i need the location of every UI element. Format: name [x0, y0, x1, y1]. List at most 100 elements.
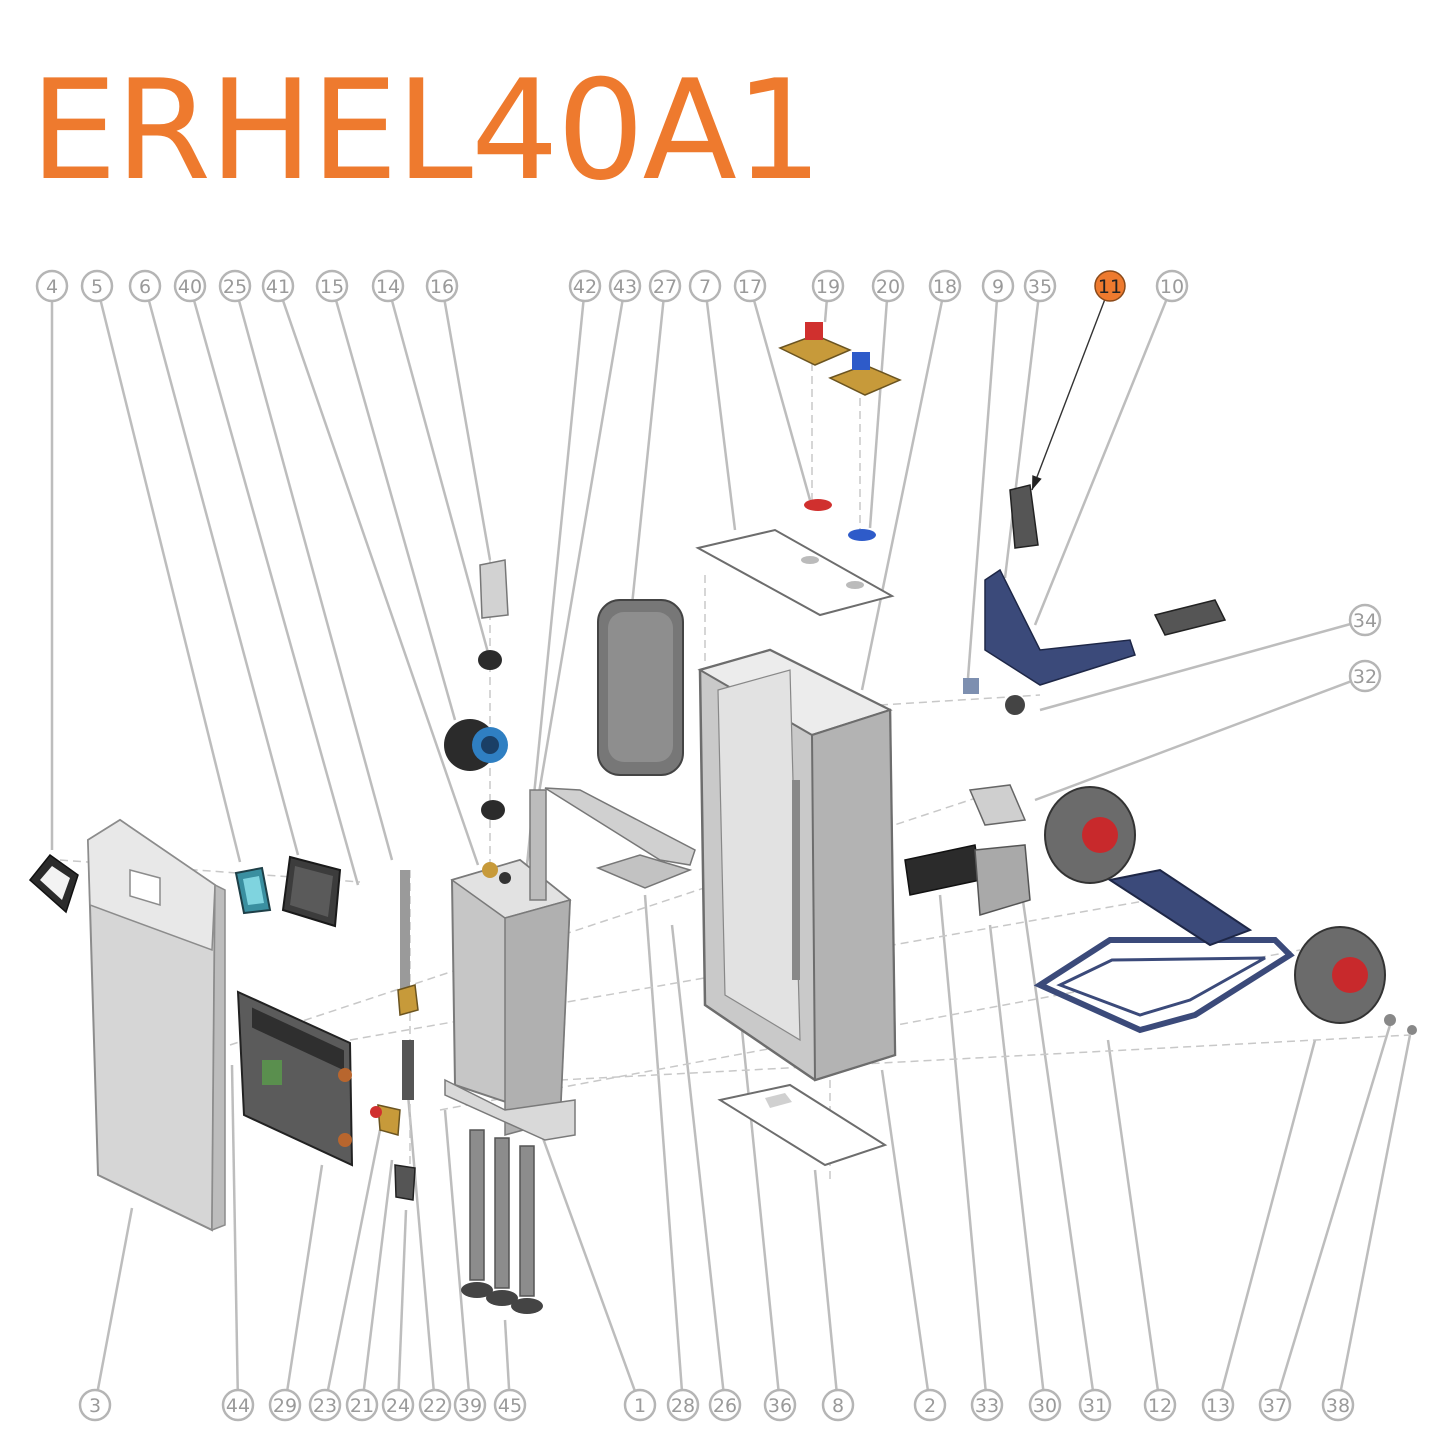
callout-circle-23 — [308, 1388, 342, 1422]
callout-label-17: 17 — [738, 276, 762, 298]
callout-label-28: 28 — [671, 1395, 695, 1417]
callout-circle-4 — [35, 269, 69, 303]
callout-25: 25 — [218, 269, 252, 303]
callout-circle-13 — [1201, 1388, 1235, 1422]
callout-35: 35 — [1023, 269, 1057, 303]
callout-label-18: 18 — [933, 276, 957, 298]
control-board — [281, 855, 342, 928]
front-panel — [86, 818, 226, 1232]
power-board — [236, 990, 354, 1167]
callout-label-31: 31 — [1083, 1395, 1107, 1417]
callout-circle-27 — [648, 269, 682, 303]
callout-circle-30 — [1028, 1388, 1062, 1422]
callout-circle-44 — [221, 1388, 255, 1422]
leader-line-36 — [738, 1009, 780, 1391]
callout-circle-18 — [928, 269, 962, 303]
callout-10: 10 — [1155, 269, 1189, 303]
callout-5: 5 — [80, 269, 114, 303]
callout-circle-33 — [970, 1388, 1004, 1422]
callout-circle-11 — [1094, 270, 1126, 302]
callout-label-36: 36 — [768, 1395, 792, 1417]
hydraulic-fittings — [370, 870, 419, 1201]
callout-circle-6 — [128, 269, 162, 303]
callout-label-30: 30 — [1033, 1395, 1057, 1417]
callout-circle-35 — [1023, 269, 1057, 303]
leader-line-6 — [147, 300, 300, 856]
callout-43: 43 — [608, 269, 642, 303]
callout-34: 34 — [1348, 603, 1382, 637]
callout-circle-17 — [733, 269, 767, 303]
callout-32: 32 — [1348, 659, 1382, 693]
callout-label-7: 7 — [699, 276, 711, 298]
callout-circle-37 — [1258, 1388, 1292, 1422]
leader-line-35 — [1003, 300, 1040, 579]
callout-label-29: 29 — [273, 1395, 297, 1417]
callout-label-39: 39 — [458, 1395, 482, 1417]
callout-19: 19 — [811, 269, 845, 303]
callout-circle-15 — [315, 269, 349, 303]
callout-23: 23 — [308, 1388, 342, 1422]
leader-line-12 — [1106, 1039, 1160, 1391]
callout-38: 38 — [1321, 1388, 1355, 1422]
display-module — [234, 866, 272, 915]
callout-31: 31 — [1078, 1388, 1112, 1422]
leader-line-16 — [443, 300, 492, 561]
callout-29: 29 — [268, 1388, 302, 1422]
callout-13: 13 — [1201, 1388, 1235, 1422]
callout-circle-41 — [261, 269, 295, 303]
wheel-left — [1044, 786, 1136, 884]
leader-line-45 — [503, 1319, 511, 1391]
callout-circle-29 — [268, 1388, 302, 1422]
callout-label-43: 43 — [613, 276, 637, 298]
callout-30: 30 — [1028, 1388, 1062, 1422]
callout-11: 11 — [1094, 270, 1126, 302]
callout-label-11: 11 — [1098, 276, 1122, 298]
callout-label-14: 14 — [376, 276, 400, 298]
callout-label-12: 12 — [1148, 1395, 1172, 1417]
callout-label-2: 2 — [924, 1395, 936, 1417]
trolley-frame — [1033, 868, 1295, 1034]
axle-nuts — [1384, 1014, 1417, 1035]
callout-circle-34 — [1348, 603, 1382, 637]
callout-33: 33 — [970, 1388, 1004, 1422]
callout-label-9: 9 — [992, 276, 1004, 298]
callout-circle-10 — [1155, 269, 1189, 303]
callout-37: 37 — [1258, 1388, 1292, 1422]
callout-1: 1 — [623, 1388, 657, 1422]
callout-circle-31 — [1078, 1388, 1112, 1422]
callout-circle-25 — [218, 269, 252, 303]
callout-label-34: 34 — [1353, 610, 1377, 632]
callout-24: 24 — [381, 1388, 415, 1422]
handle-assembly — [963, 484, 1227, 715]
callout-label-26: 26 — [713, 1395, 737, 1417]
wheel-right — [1294, 926, 1386, 1024]
callout-label-22: 22 — [423, 1395, 447, 1417]
leader-line-14 — [390, 300, 492, 661]
callout-39: 39 — [453, 1388, 487, 1422]
callout-label-4: 4 — [46, 276, 58, 298]
callout-12: 12 — [1143, 1388, 1177, 1422]
leader-line-41 — [281, 299, 480, 866]
leader-line-9 — [966, 300, 999, 679]
callout-circle-42 — [568, 269, 602, 303]
leader-line-7 — [705, 300, 737, 531]
callout-circle-22 — [418, 1388, 452, 1422]
callout-label-21: 21 — [350, 1395, 374, 1417]
callout-circle-9 — [981, 269, 1015, 303]
callout-label-1: 1 — [634, 1395, 646, 1417]
callout-3: 3 — [78, 1388, 112, 1422]
callout-label-24: 24 — [386, 1395, 410, 1417]
callout-36: 36 — [763, 1388, 797, 1422]
leader-line-15 — [334, 300, 457, 721]
callout-label-42: 42 — [573, 276, 597, 298]
callout-27: 27 — [648, 269, 682, 303]
leader-line-29 — [286, 1164, 324, 1391]
callout-41: 41 — [261, 269, 295, 303]
callout-circle-43 — [608, 269, 642, 303]
callout-label-23: 23 — [313, 1395, 337, 1417]
callout-circle-28 — [666, 1388, 700, 1422]
callout-circle-24 — [381, 1388, 415, 1422]
boiler-body — [444, 789, 576, 1141]
leader-line-38 — [1339, 1034, 1412, 1391]
